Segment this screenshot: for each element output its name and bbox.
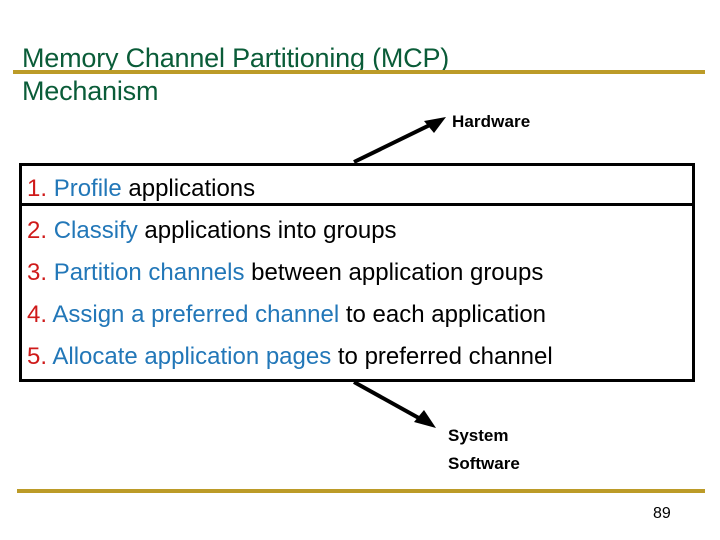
step-keyword: Profile <box>53 175 122 202</box>
steps-box-divider <box>19 203 695 206</box>
page-number: 89 <box>653 505 671 522</box>
arrow-to-system-software-icon <box>353 380 436 428</box>
step-number: 3. <box>27 259 48 286</box>
list-item: 3. Partition channels between applicatio… <box>27 252 707 294</box>
list-item: 5. Allocate application pages to preferr… <box>27 336 707 378</box>
step-number: 5. <box>27 343 48 370</box>
steps-list: 1. Profile applications 2. Classify appl… <box>27 168 707 378</box>
step-text: to preferred channel <box>337 343 553 370</box>
step-number: 1. <box>27 175 48 202</box>
step-keyword: Partition channels <box>53 259 245 286</box>
footer-divider-rule <box>17 489 705 493</box>
step-text: to each application <box>345 301 547 328</box>
step-number: 4. <box>27 301 48 328</box>
title-divider-rule <box>13 70 705 74</box>
step-text: applications into groups <box>144 217 397 244</box>
step-keyword: Classify <box>53 217 138 244</box>
arrow-to-hardware-icon <box>353 117 446 164</box>
list-item: 1. Profile applications <box>27 168 707 210</box>
step-text: between application groups <box>251 259 544 286</box>
step-number: 2. <box>27 217 48 244</box>
steps-box <box>19 163 695 382</box>
step-keyword: Assign a preferred channel <box>52 301 340 328</box>
list-item: 2. Classify applications into groups <box>27 210 707 252</box>
step-text: applications <box>128 175 256 202</box>
step-keyword: Allocate application pages <box>52 343 332 370</box>
system-software-label: System Software <box>448 426 520 473</box>
page-title: Memory Channel Partitioning (MCP) Mechan… <box>22 43 450 107</box>
list-item: 4. Assign a preferred channel to each ap… <box>27 294 707 336</box>
hardware-label: Hardware <box>452 112 531 131</box>
